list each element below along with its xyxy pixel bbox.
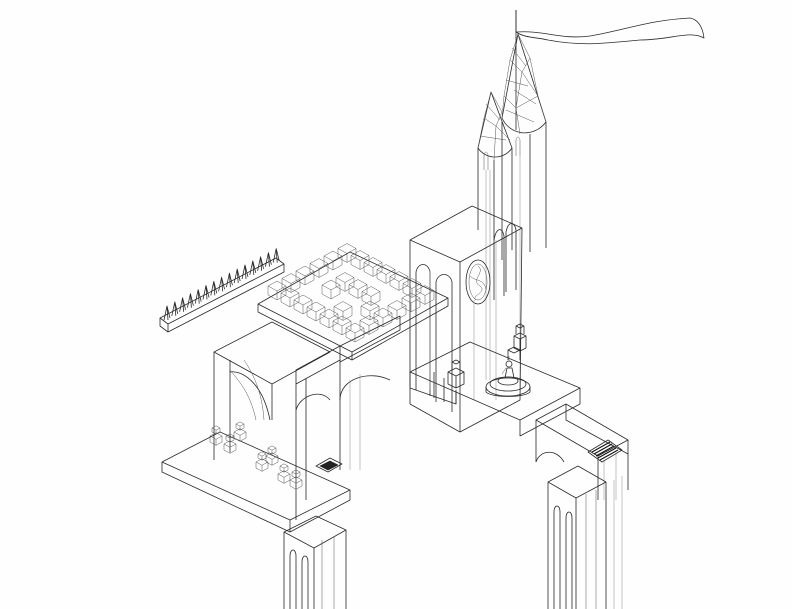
spike: [210, 281, 218, 296]
spike: [163, 305, 171, 321]
maze-cube: [361, 286, 381, 306]
block-stacks-tower: [447, 323, 527, 389]
maze-cube: [359, 315, 379, 335]
maze-cube: [335, 272, 355, 292]
maze-cube: [332, 315, 352, 336]
lower-left-platform: [161, 421, 351, 533]
stacked-block-top: [291, 469, 301, 479]
maze-cube: [363, 257, 383, 277]
maze-cube: [333, 301, 353, 321]
stacked-block: [233, 428, 247, 442]
pillar-left: [283, 515, 347, 609]
stacked-block: [223, 440, 237, 454]
stacked-block: [289, 476, 303, 490]
stacked-block: [255, 458, 269, 472]
right-bridge: [535, 403, 629, 500]
flag: [515, 10, 705, 130]
maze-cube: [373, 307, 393, 328]
maze-cube: [387, 300, 407, 320]
rose-window: [465, 259, 491, 305]
maze-cube: [337, 243, 357, 263]
maze-cube: [293, 294, 313, 315]
spire-right: [501, 33, 547, 135]
stacked-block-top: [267, 445, 277, 455]
maze-cube: [376, 264, 396, 284]
maze-cube: [319, 308, 339, 329]
maze-cube: [415, 285, 435, 305]
maze-cube: [295, 265, 315, 286]
pillar-right: [547, 465, 623, 609]
stacked-block-top: [235, 421, 245, 431]
left-arch-gate: [213, 315, 401, 520]
spike: [218, 276, 225, 292]
stacked-block: [209, 432, 223, 446]
spike: [241, 264, 249, 280]
stacked-block-top: [211, 425, 221, 435]
stacked-block: [277, 470, 291, 484]
rotating-handle[interactable]: [587, 439, 623, 463]
spike: [179, 297, 186, 312]
spike: [226, 272, 233, 288]
spike: [272, 248, 280, 263]
maze-cube: [402, 278, 422, 298]
spike: [187, 293, 194, 308]
goal-pedestal: [485, 376, 531, 397]
maze-cube: [360, 300, 380, 321]
maze-cube: [267, 280, 287, 301]
maze-cube: [321, 279, 341, 300]
maze-cube: [323, 250, 343, 271]
spike: [265, 252, 272, 267]
spike: [249, 260, 257, 275]
spike: [233, 268, 241, 284]
spike: [202, 285, 210, 300]
spike: [171, 301, 179, 316]
spike: [194, 289, 202, 304]
maze-cube: [309, 258, 329, 278]
maze-cube: [348, 279, 368, 299]
goal-platform: [409, 341, 581, 437]
maze-cube: [306, 301, 326, 322]
maze-cube: [280, 287, 300, 308]
spike-rail: [159, 248, 285, 333]
maze-cube: [350, 250, 370, 270]
ida-character: [501, 356, 515, 379]
spike: [257, 256, 264, 271]
maze-cube: [401, 292, 421, 313]
maze-cube: [345, 322, 365, 343]
stacked-block-top: [279, 463, 289, 473]
cube-grid-platform: [257, 243, 449, 361]
stacked-block-top: [257, 451, 267, 461]
maze-cube: [281, 273, 301, 293]
stacked-block: [265, 452, 279, 466]
maze-cube: [389, 271, 409, 291]
